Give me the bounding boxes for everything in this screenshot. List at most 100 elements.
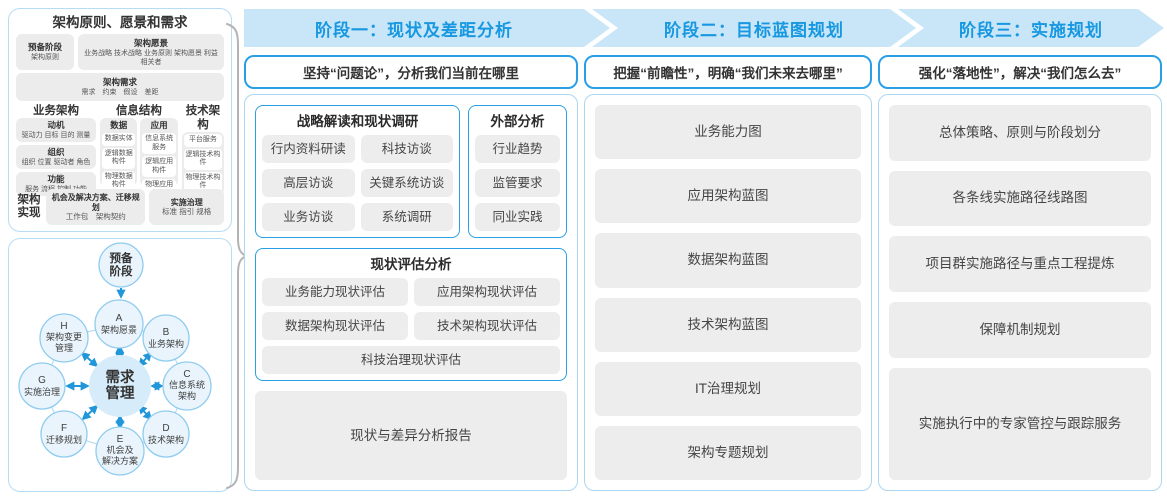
deliverable-item: 项目群实施路径与重点工程提炼 bbox=[889, 236, 1151, 292]
phase3-banner: 阶段三：实施规划 bbox=[898, 9, 1164, 47]
requirements-box: 架构需求 需求 约束 假设 差距 bbox=[16, 73, 224, 101]
gap-analysis-report-box: 现状与差异分析报告 bbox=[255, 391, 567, 480]
prep-vision-row: 预备阶段 架构原则 架构愿景 业务战略 技术战略 业务原则 架构愿景 利益相关者 bbox=[16, 34, 224, 70]
prep-phase-label: 预备阶段 bbox=[110, 251, 133, 278]
technical-items: 平台服务 逻辑技术构件 物理技术构件 bbox=[181, 132, 224, 195]
platform-service-chip: 平台服务 bbox=[183, 134, 222, 147]
task-chip: 行业趋势 bbox=[475, 135, 560, 163]
external-analysis-grid: 行业趋势 监管要求 同业实践 bbox=[475, 135, 560, 231]
task-chip: 业务访谈 bbox=[262, 203, 355, 231]
strategy-research-title: 战略解读和现状调研 bbox=[296, 114, 419, 129]
realization-label: 架构实现 bbox=[17, 194, 41, 219]
phase1-slogan: 坚持“问题论”，分析我们当前在哪里 bbox=[244, 55, 578, 89]
strategy-research-grid: 行内资料研读 科技访谈 高层访谈 关键系统访谈 业务访谈 系统调研 bbox=[262, 135, 454, 231]
deliverable-item: 保障机制规划 bbox=[889, 301, 1151, 358]
data-column: 数据 数据实体 逻辑数据构件 物理数据构件 bbox=[100, 118, 138, 192]
task-chip: 关键系统访谈 bbox=[360, 169, 454, 197]
task-chip: 技术架构现状评估 bbox=[414, 312, 560, 340]
physical-tech-chip: 物理技术构件 bbox=[183, 171, 222, 193]
application-column: 应用 信息系统服务 逻辑应用构件 物理应用构件 bbox=[140, 118, 178, 200]
prep-sub: 架构原则 bbox=[31, 54, 59, 61]
governance-sub: 标准 指引 规格 bbox=[162, 207, 212, 217]
node-c-circle bbox=[162, 361, 212, 411]
technical-architecture-column: 技术架构 平台服务 逻辑技术构件 物理技术构件 bbox=[181, 104, 224, 195]
external-analysis-group: 外部分析 行业趋势 监管要求 同业实践 bbox=[468, 105, 567, 238]
deliverable-item: 架构专题规划 bbox=[595, 425, 861, 481]
organization-box: 组织 组织 位置 驱动者 角色 bbox=[16, 145, 96, 169]
node-b-circle bbox=[142, 314, 190, 362]
node-e-circle bbox=[95, 426, 145, 476]
prep-title: 预备阶段 bbox=[27, 42, 62, 52]
center-h-arrow bbox=[80, 351, 99, 368]
task-chip: 业务能力现状评估 bbox=[262, 278, 408, 306]
architecture-content-panel: 架构原则、愿景和需求 预备阶段 架构原则 架构愿景 业务战略 技术战略 业务原则… bbox=[8, 8, 232, 232]
information-structure-column: 信息结构 数据 数据实体 逻辑数据构件 物理数据构件 应用 信息系统服务 逻辑应… bbox=[100, 104, 178, 200]
task-chip: 同业实践 bbox=[475, 203, 560, 231]
motivation-title: 动机 bbox=[47, 120, 65, 130]
data-entity-chip: 数据实体 bbox=[102, 133, 136, 146]
deliverable-item: 业务能力图 bbox=[595, 105, 861, 160]
realization-row: 架构实现 机会及解决方案、迁移规划 工作包 架构契约 实施治理 标准 指引 规格 bbox=[16, 189, 224, 225]
logical-data-chip: 逻辑数据构件 bbox=[102, 147, 136, 169]
governance-title: 实施治理 bbox=[170, 197, 203, 207]
application-column-title: 应用 bbox=[150, 120, 168, 130]
strategy-research-group: 战略解读和现状调研 行内资料研读 科技访谈 高层访谈 关键系统访谈 业务访谈 系… bbox=[255, 105, 461, 238]
phase2-banner: 阶段二：目标蓝图规划 bbox=[592, 9, 916, 47]
phase3-slogan: 强化“落地性”，解决“我们怎么去” bbox=[878, 55, 1162, 89]
external-analysis-title: 外部分析 bbox=[490, 114, 545, 129]
assessment-group: 现状评估分析 业务能力现状评估 应用架构现状评估 数据架构现状评估 技术架构现状… bbox=[255, 248, 567, 381]
deliverable-item: 应用架构蓝图 bbox=[595, 169, 861, 224]
function-title: 功能 bbox=[47, 174, 65, 184]
phase2-column: 业务能力图 应用架构蓝图 数据架构蓝图 技术架构蓝图 IT治理规划 架构专题规划 bbox=[584, 94, 872, 491]
opportunities-migration-box: 机会及解决方案、迁移规划 工作包 架构契约 bbox=[46, 189, 146, 225]
task-chip: 科技治理现状评估 bbox=[262, 346, 560, 374]
phase1-banner: 阶段一：现状及差距分析 bbox=[244, 9, 610, 47]
requirements-title: 架构需求 bbox=[102, 77, 137, 87]
task-chip: 监管要求 bbox=[475, 169, 560, 197]
implementation-governance-box: 实施治理 标准 指引 规格 bbox=[149, 189, 224, 225]
task-chip: 高层访谈 bbox=[262, 169, 355, 197]
organization-title: 组织 bbox=[47, 147, 65, 157]
phase2-slogan: 把握“前瞻性”，明确“我们未来去哪里” bbox=[584, 55, 872, 89]
prep-phase-box: 预备阶段 架构原则 bbox=[16, 34, 74, 70]
vision-box: 架构愿景 业务战略 技术战略 业务原则 架构愿景 利益相关者 bbox=[78, 34, 224, 70]
deliverable-item: 数据架构蓝图 bbox=[595, 233, 861, 288]
opportunities-sub: 工作包 架构契约 bbox=[65, 212, 126, 221]
deliverable-item: 技术架构蓝图 bbox=[595, 297, 861, 352]
logical-tech-chip: 逻辑技术构件 bbox=[183, 148, 222, 170]
prep-phase-circle bbox=[98, 242, 144, 288]
requirements-center-label: 需求管理 bbox=[106, 368, 135, 402]
center-f-arrow bbox=[81, 404, 99, 421]
phase1-top-groups: 战略解读和现状调研 行内资料研读 科技访谈 高层访谈 关键系统访谈 业务访谈 系… bbox=[255, 105, 567, 238]
logical-app-chip: 逻辑应用构件 bbox=[142, 156, 176, 177]
requirements-sub: 需求 约束 假设 差距 bbox=[81, 89, 159, 96]
phase1-column: 战略解读和现状调研 行内资料研读 科技访谈 高层访谈 关键系统访谈 业务访谈 系… bbox=[244, 94, 578, 491]
task-chip: 科技访谈 bbox=[360, 135, 454, 163]
node-g-circle bbox=[18, 362, 66, 410]
node-a-circle bbox=[94, 299, 144, 349]
opportunities-title: 机会及解决方案、迁移规划 bbox=[51, 193, 140, 212]
deliverable-item: IT治理规划 bbox=[595, 361, 861, 416]
task-chip: 系统调研 bbox=[360, 203, 454, 231]
business-groups: 动机 驱动力 目标 目的 测量 组织 组织 位置 驱动者 角色 功能 服务 流程… bbox=[16, 118, 96, 196]
deliverable-item: 实施执行中的专家管控与跟踪服务 bbox=[889, 367, 1151, 480]
business-architecture-header: 业务架构 bbox=[33, 105, 79, 117]
phase3-column: 总体策略、原则与阶段划分 各条线实施路径线路图 项目群实施路径与重点工程提炼 保… bbox=[878, 94, 1162, 491]
node-h-circle bbox=[39, 313, 89, 363]
task-chip: 行内资料研读 bbox=[262, 135, 355, 163]
information-structure-header: 信息结构 bbox=[115, 105, 162, 117]
business-architecture-column: 业务架构 动机 驱动力 目标 目的 测量 组织 组织 位置 驱动者 角色 功能 … bbox=[16, 104, 96, 196]
technical-architecture-header: 技术架构 bbox=[185, 105, 221, 131]
vision-title: 架构愿景 bbox=[133, 37, 168, 48]
